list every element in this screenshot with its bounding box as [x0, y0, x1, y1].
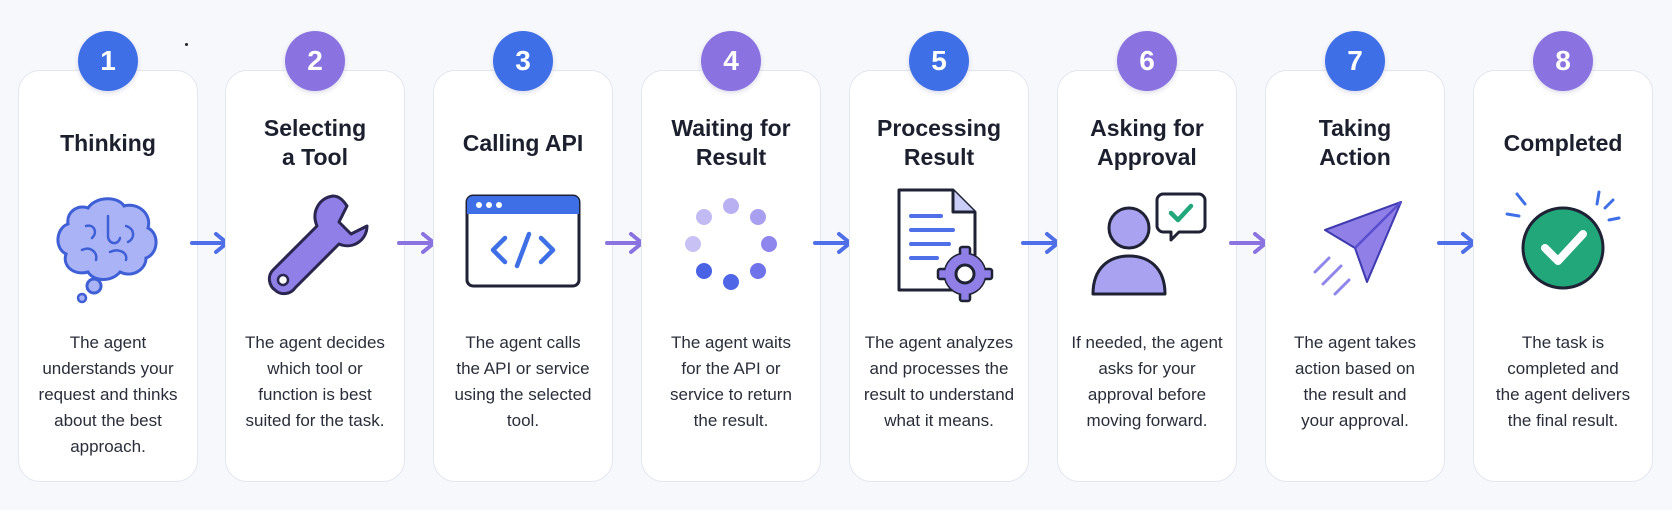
step-description: The agent analyzes and processes the res… — [863, 333, 1015, 430]
brain-icon — [48, 186, 168, 306]
step-description: The agent takes action based on the resu… — [1294, 333, 1416, 430]
step-number-badge: 8 — [1533, 31, 1593, 91]
step-title: Asking for Approval — [1090, 115, 1204, 170]
step-title: Selecting a Tool — [263, 115, 367, 170]
step-processing-result: 5 Processing Result — [849, 0, 1031, 510]
step-card — [225, 70, 405, 482]
step-description: The agent decides which tool or function… — [245, 333, 385, 430]
step-card — [1265, 70, 1445, 482]
step-description: The agent understands your request and t… — [38, 333, 178, 456]
step-number-badge: 3 — [493, 31, 553, 91]
step-number-badge: 5 — [909, 31, 969, 91]
step-number-badge: 6 — [1117, 31, 1177, 91]
user-approval-icon — [1087, 186, 1207, 306]
step-description: The agent calls the API or service using… — [454, 333, 592, 430]
step-title: Taking Action — [1318, 115, 1392, 170]
step-number-badge: 7 — [1325, 31, 1385, 91]
paper-plane-icon — [1295, 186, 1415, 306]
step-calling-api: 3 Calling API The agent calls the API or… — [433, 0, 615, 510]
step-number-badge: 2 — [285, 31, 345, 91]
step-title: Completed — [1503, 129, 1623, 156]
step-title: Waiting for Result — [671, 115, 791, 170]
step-number-badge: 4 — [701, 31, 761, 91]
wrench-icon — [255, 186, 375, 306]
step-taking-action: 7 Taking Action The agent takes action b… — [1265, 0, 1447, 510]
step-description: If needed, the agent asks for your appro… — [1071, 333, 1223, 430]
step-selecting-tool: 2 Selecting a Tool The agent decides whi… — [225, 0, 407, 510]
step-waiting-for-result: 4 Waiting for Result The agent waits for… — [641, 0, 823, 510]
step-description: The task is completed and the agent deli… — [1495, 333, 1631, 430]
step-title: Calling API — [462, 129, 584, 156]
step-asking-for-approval: 6 Asking for Approval If needed, the age… — [1057, 0, 1239, 510]
step-title: Processing Result — [877, 115, 1001, 170]
document-gear-icon — [879, 186, 999, 306]
step-thinking: 1 Thinking The agent understands your re… — [18, 0, 200, 510]
step-number-badge: 1 — [78, 31, 138, 91]
code-window-icon — [463, 186, 583, 306]
check-circle-icon — [1503, 186, 1623, 306]
step-completed: 8 Completed The task is completed and th… — [1473, 0, 1655, 510]
step-title: Thinking — [60, 129, 156, 156]
loading-spinner-icon — [671, 186, 791, 306]
stray-dot — [185, 43, 188, 46]
step-description: The agent waits for the API or service t… — [670, 333, 792, 430]
